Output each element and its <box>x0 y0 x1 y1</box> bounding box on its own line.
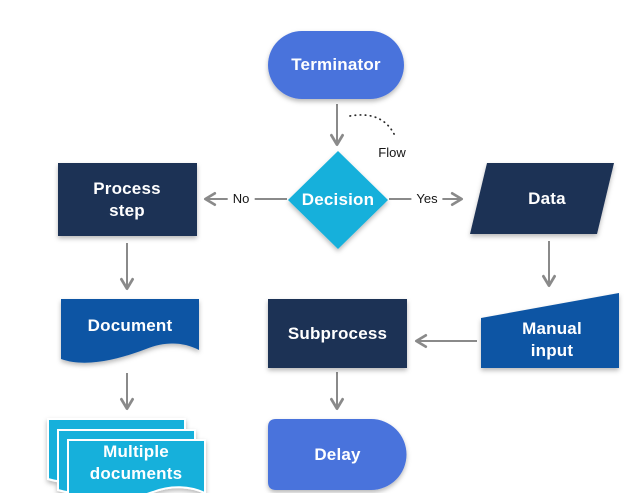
delay-shape <box>268 419 407 490</box>
subprocess-shape <box>268 299 407 368</box>
yes-connector-label: Yes <box>411 190 443 208</box>
data-parallelogram-shape <box>470 163 614 234</box>
document-shape <box>61 299 199 363</box>
no-connector-label: No <box>227 190 255 208</box>
flow-connector-label: Flow <box>378 145 406 160</box>
decision-diamond-shape <box>288 151 388 249</box>
process-step-shape <box>58 163 197 236</box>
flow-callout-dotted-arc <box>349 114 397 139</box>
manual-input-shape <box>481 293 619 368</box>
multiple-documents-shape <box>47 418 206 493</box>
terminator-shape <box>268 31 404 99</box>
multiple-documents-front-page <box>67 439 206 493</box>
